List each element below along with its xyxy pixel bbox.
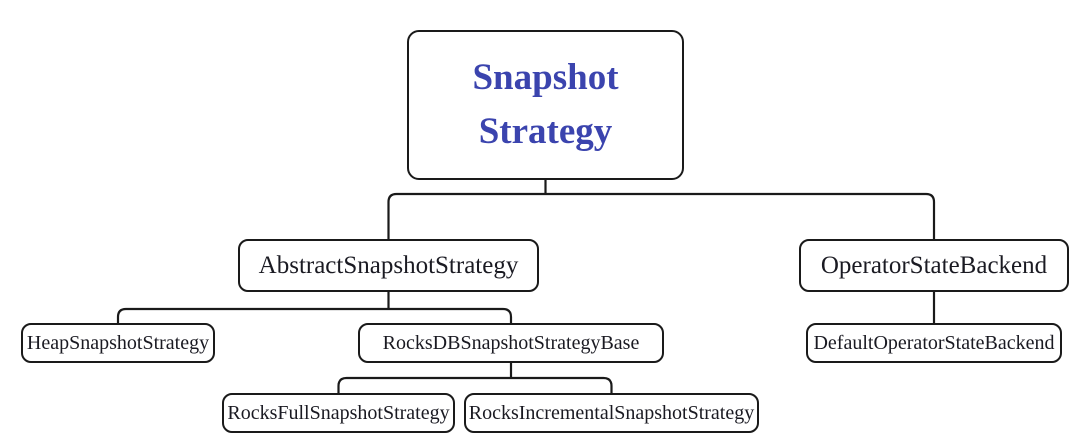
node-operator-state-backend-label: OperatorStateBackend	[820, 252, 1048, 279]
node-rocks-full-snapshot-strategy: RocksFullSnapshotStrategy	[222, 393, 455, 433]
node-snapshot-strategy-label-line2: Strategy	[478, 111, 613, 152]
node-snapshot-strategy-label-line1: Snapshot	[472, 57, 619, 99]
node-rocks-incremental-snapshot-strategy-label: RocksIncrementalSnapshotStrategy	[468, 402, 755, 424]
connector-abstract-to-children	[116, 307, 513, 323]
node-snapshot-strategy: Snapshot Strategy	[407, 30, 684, 180]
node-heap-snapshot-strategy-label: HeapSnapshotStrategy	[26, 332, 210, 354]
node-rocks-incremental-snapshot-strategy: RocksIncrementalSnapshotStrategy	[464, 393, 759, 433]
node-rocksdb-snapshot-strategy-base-label: RocksDBSnapshotStrategyBase	[382, 332, 640, 354]
node-heap-snapshot-strategy: HeapSnapshotStrategy	[21, 323, 215, 363]
node-default-operator-state-backend-label: DefaultOperatorStateBackend	[813, 332, 1055, 354]
node-abstract-snapshot-strategy: AbstractSnapshotStrategy	[238, 239, 539, 292]
connector-rocksdb-to-children	[337, 376, 613, 393]
node-abstract-snapshot-strategy-label: AbstractSnapshotStrategy	[258, 252, 519, 279]
node-default-operator-state-backend: DefaultOperatorStateBackend	[806, 323, 1062, 363]
connector-root-to-level2	[387, 192, 936, 239]
node-rocks-full-snapshot-strategy-label: RocksFullSnapshotStrategy	[227, 402, 450, 424]
node-rocksdb-snapshot-strategy-base: RocksDBSnapshotStrategyBase	[358, 323, 664, 363]
node-operator-state-backend: OperatorStateBackend	[799, 239, 1069, 292]
